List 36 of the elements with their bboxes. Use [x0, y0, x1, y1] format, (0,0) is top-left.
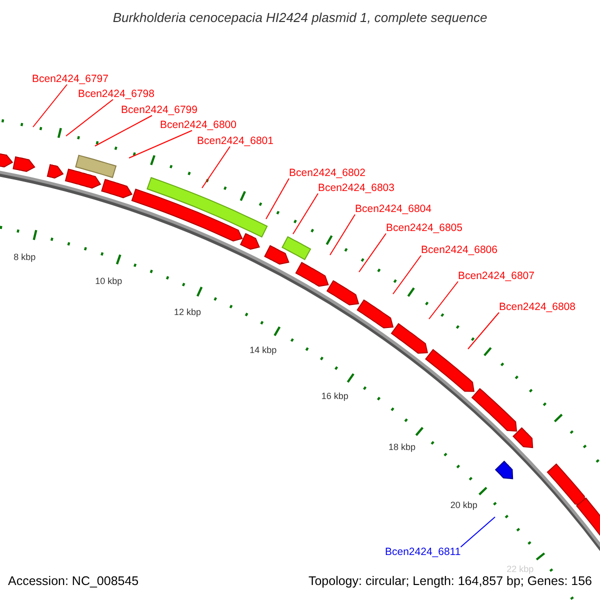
- gene-label: Bcen2424_6802: [289, 168, 366, 178]
- scale-label: 16 kbp: [321, 392, 348, 401]
- gene-label: Bcen2424_6803: [318, 183, 394, 194]
- scale-label: 12 kbp: [174, 308, 202, 317]
- gene-label: Bcen2424_6811: [385, 547, 461, 558]
- leader-line: [66, 99, 114, 136]
- scale-label: 10 kbp: [95, 276, 122, 286]
- leader-line: [358, 233, 386, 272]
- scale-label: 20 kbp: [450, 501, 478, 510]
- title: Burkholderia cenocepacia HI2424 plasmid 1, complete sequence: [112, 11, 488, 24]
- gene-label: Bcen2424_6805: [386, 223, 462, 234]
- leader-line: [428, 281, 458, 320]
- leader-line: [468, 312, 500, 350]
- gene-label: Bcen2424_6798: [78, 89, 154, 100]
- leader-line: [330, 214, 356, 256]
- leader-line: [266, 178, 290, 220]
- accession-text: Accession: NC_008545: [8, 575, 139, 588]
- scale-label: 8 kbp: [14, 252, 36, 262]
- scale-label: 18 kbp: [388, 443, 416, 452]
- gene-label: Bcen2424_6808: [499, 302, 576, 312]
- leader-line: [392, 255, 422, 294]
- leader-line: [202, 146, 230, 188]
- gene-label: Bcen2424_6800: [160, 120, 236, 130]
- leader-line: [32, 84, 68, 128]
- leader-line: [460, 516, 496, 548]
- leader-line: [292, 193, 318, 234]
- leader-line: [128, 130, 192, 158]
- gene-label: Bcen2424_6806: [421, 245, 498, 256]
- gene-label: Bcen2424_6801: [197, 136, 274, 146]
- leader-line: [94, 115, 152, 146]
- gene-label: Bcen2424_6807: [458, 271, 534, 282]
- gene-label: Bcen2424_6799: [121, 105, 198, 116]
- scale-label: 14 kbp: [250, 346, 277, 356]
- gene-label: Bcen2424_6804: [355, 204, 432, 214]
- gene-label: Bcen2424_6797: [32, 74, 108, 84]
- summary-text: Topology: circular; Length: 164,857 bp; Genes: 156: [308, 575, 592, 588]
